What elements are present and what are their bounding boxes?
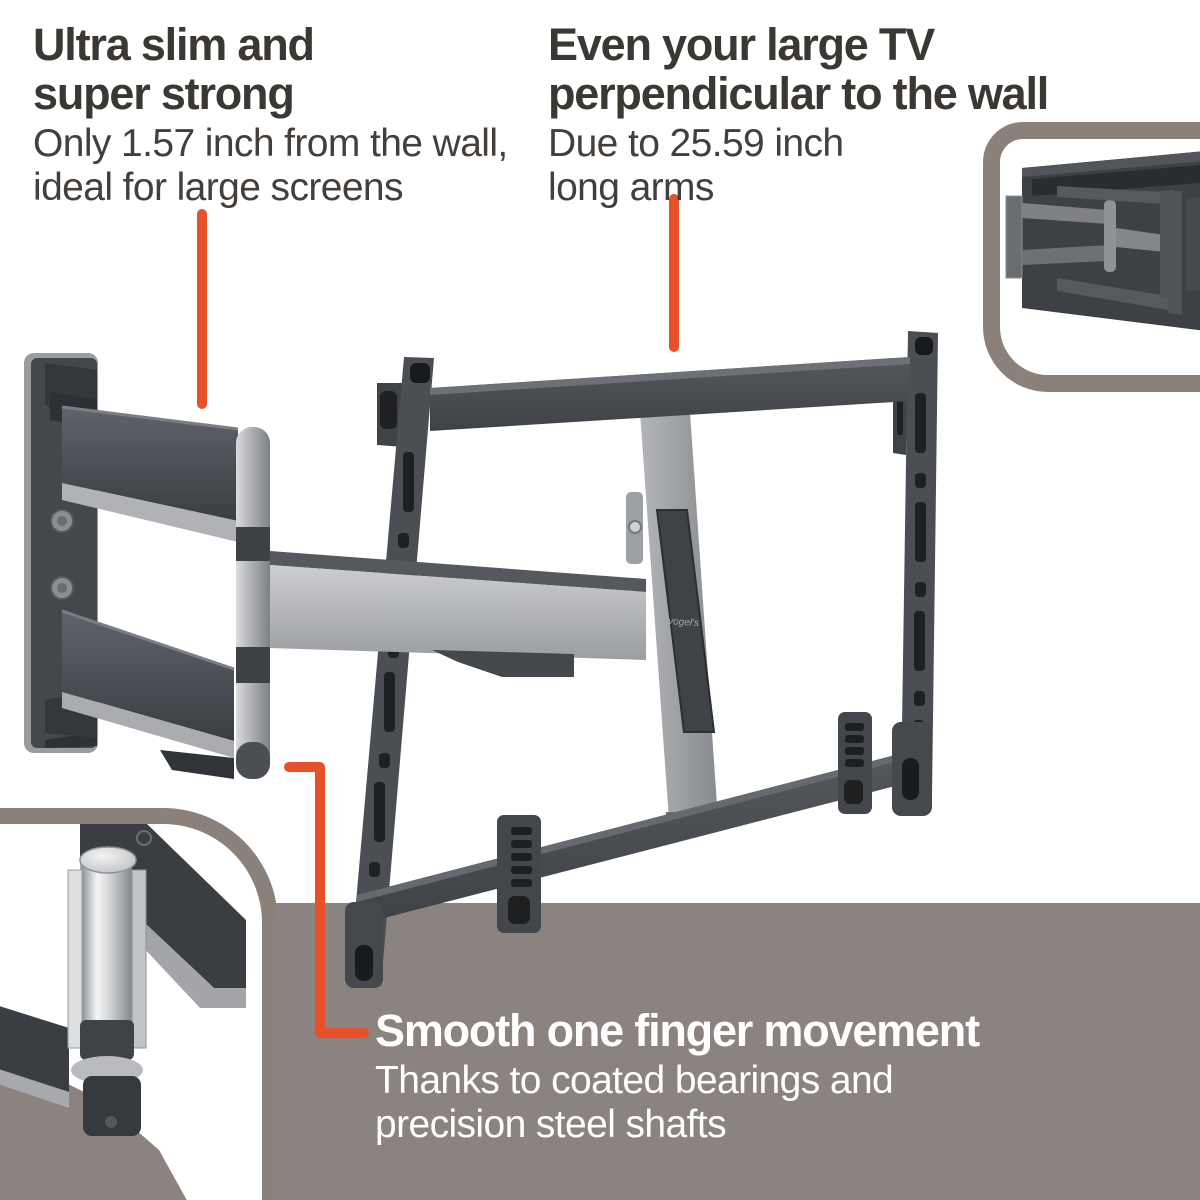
hinge-column bbox=[236, 427, 270, 779]
steel-shaft bbox=[67, 846, 147, 1136]
lower-arm bbox=[61, 609, 235, 779]
clamp-left bbox=[497, 815, 541, 933]
title-line: Ultra slim and bbox=[33, 19, 315, 70]
subtitle-line: Thanks to coated bearings and bbox=[375, 1059, 894, 1102]
title-line: super strong bbox=[33, 68, 295, 119]
left-bottom-bracket bbox=[345, 902, 383, 988]
title-line: Even your large TV bbox=[548, 19, 935, 70]
title-line: Smooth one finger movement bbox=[375, 1005, 980, 1056]
upper-arm bbox=[61, 405, 239, 542]
title-line: perpendicular to the wall bbox=[548, 68, 1049, 119]
feature-perpendicular: Even your large TV perpendicular to the … bbox=[548, 19, 1049, 210]
feature-smooth-movement-subtitle: Thanks to coated bearings and precision … bbox=[375, 1059, 979, 1147]
subtitle-line: ideal for large screens bbox=[33, 166, 404, 209]
feature-perpendicular-subtitle: Due to 25.59 inch long arms bbox=[548, 122, 1048, 210]
subtitle-line: long arms bbox=[548, 166, 714, 209]
callout-line-hinge bbox=[284, 762, 369, 1038]
mount-on-tv bbox=[1005, 186, 1182, 315]
subtitle-line: precision steel shafts bbox=[375, 1103, 727, 1146]
subtitle-line: Due to 25.59 inch bbox=[548, 122, 844, 165]
tv-frame-right-rail bbox=[893, 331, 938, 795]
feature-ultra-slim-title: Ultra slim and super strong bbox=[33, 20, 508, 118]
feature-ultra-slim: Ultra slim and super strong Only 1.57 in… bbox=[33, 20, 508, 210]
clamp-right bbox=[838, 712, 872, 814]
feature-smooth-movement-title: Smooth one finger movement bbox=[375, 1005, 980, 1056]
tv-back-inset-image bbox=[983, 122, 1200, 392]
tv-frame-bottom-rail bbox=[357, 752, 907, 925]
feature-smooth-movement: Smooth one finger movement Thanks to coa… bbox=[375, 1005, 980, 1147]
extension-arm bbox=[270, 551, 646, 677]
feature-perpendicular-title: Even your large TV perpendicular to the … bbox=[548, 19, 1049, 119]
callout-lines bbox=[197, 194, 679, 1038]
feature-ultra-slim-subtitle: Only 1.57 inch from the wall, ideal for … bbox=[33, 122, 508, 210]
tv-back-illustration bbox=[1005, 151, 1200, 331]
hinge-closeup-illustration bbox=[0, 824, 246, 1200]
tv-frame-top-rail bbox=[430, 357, 910, 431]
right-bottom-bracket bbox=[892, 722, 932, 816]
subtitle-line: Only 1.57 inch from the wall, bbox=[33, 122, 508, 165]
hinge-closeup-inset-image bbox=[0, 808, 278, 1200]
brand-logo: vogel's bbox=[668, 616, 700, 629]
